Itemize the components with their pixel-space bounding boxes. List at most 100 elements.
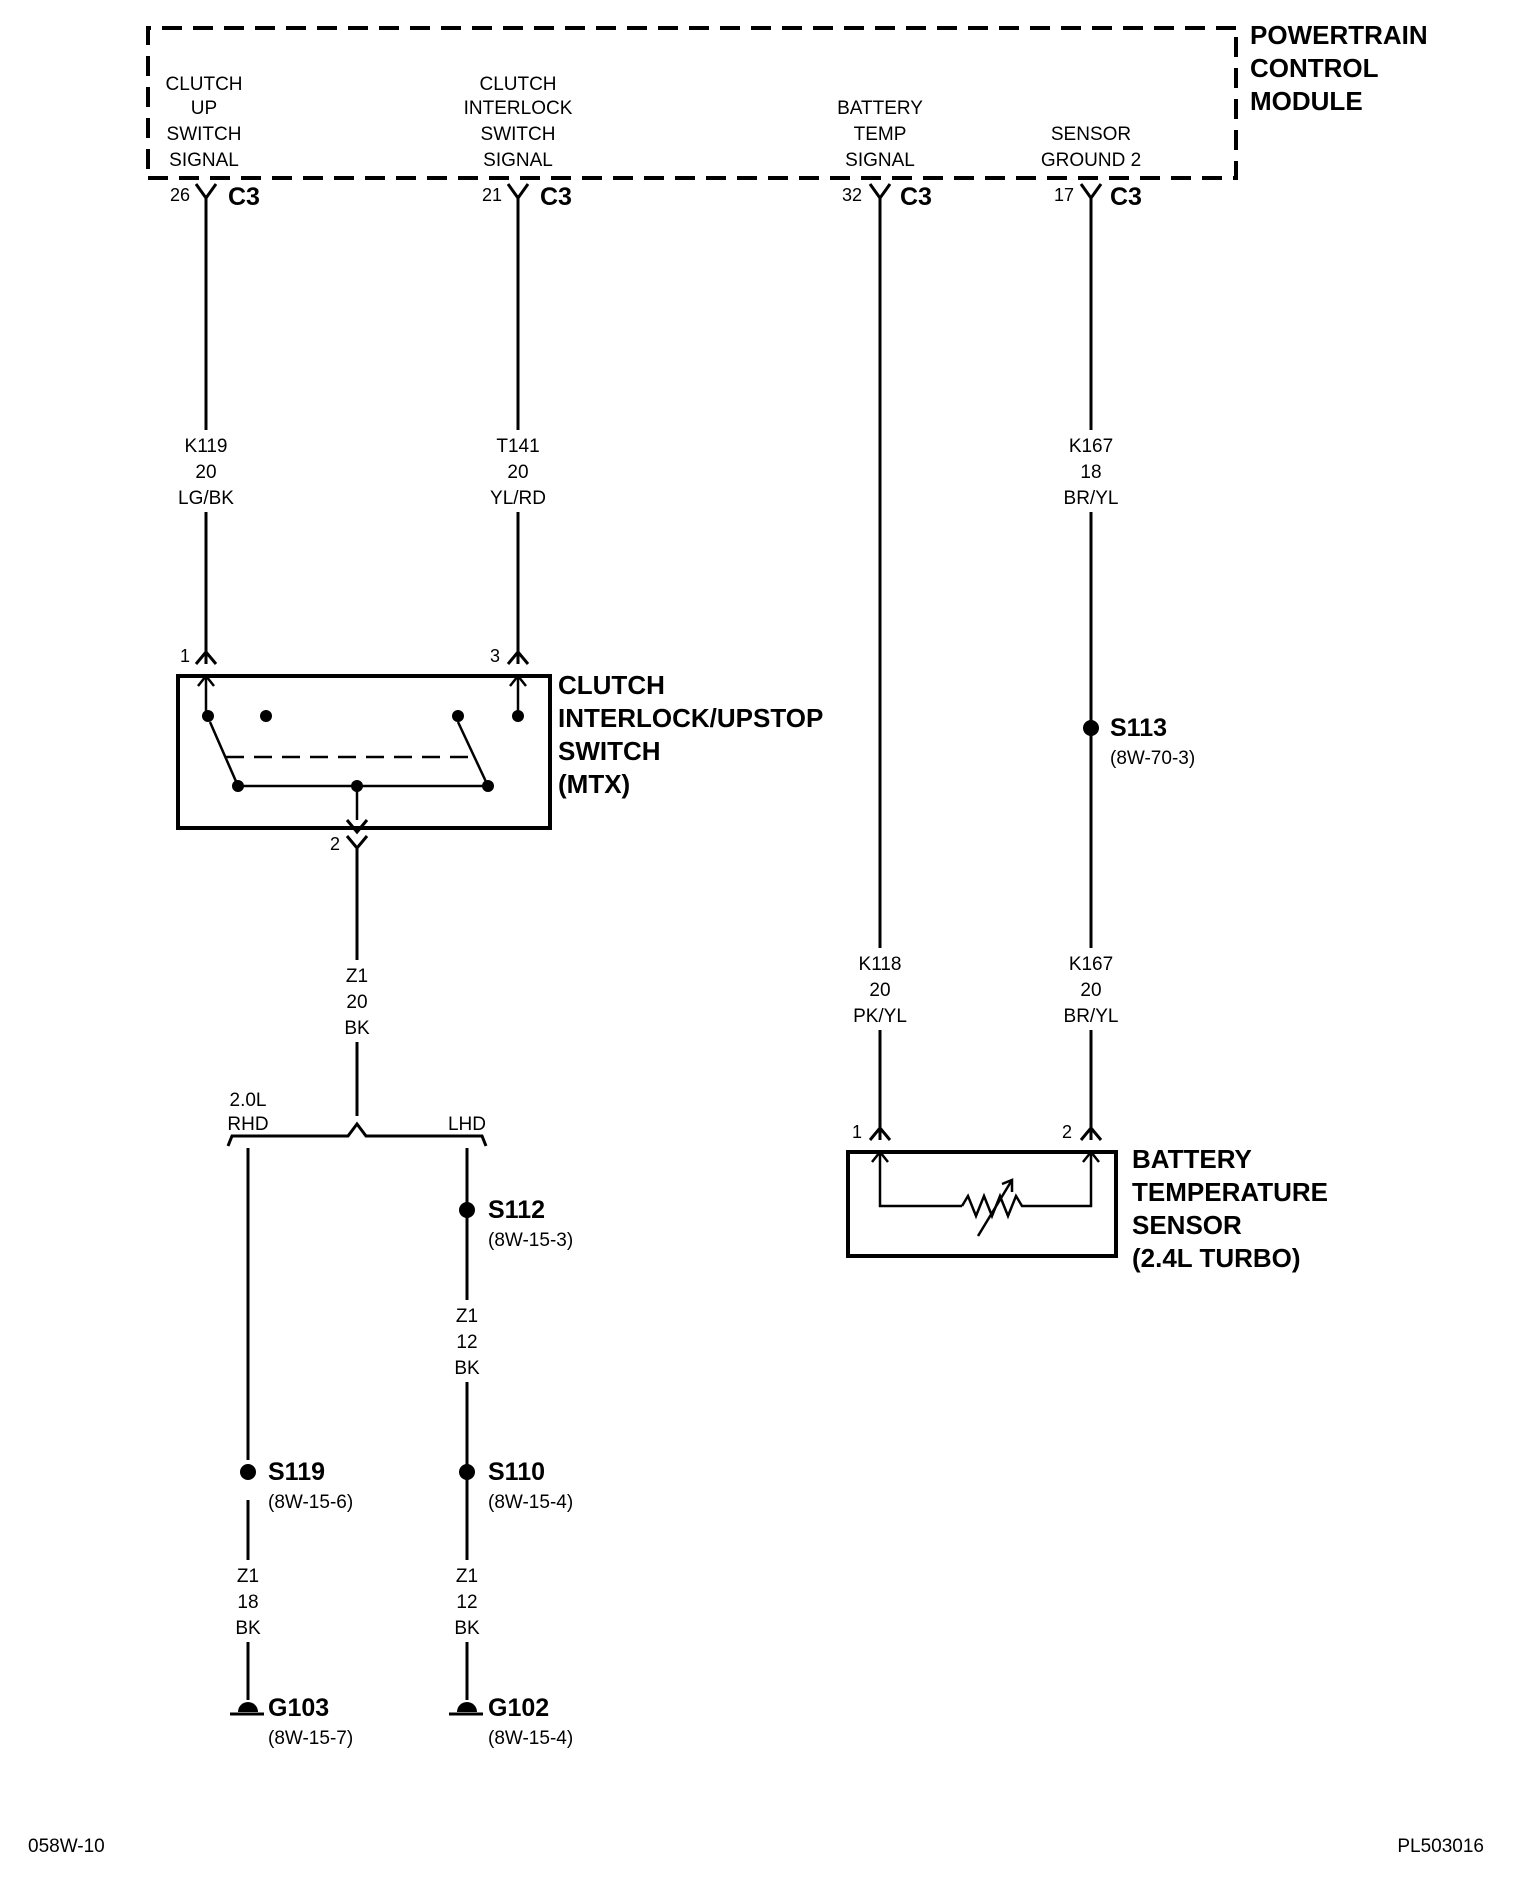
splice-s119: S119 (8W-15-6) [240,1458,353,1513]
ground-g102-ref: (8W-15-4) [488,1728,573,1749]
pin21-label-line2: INTERLOCK [464,98,573,119]
pin26-label-line1: CLUTCH [165,74,242,95]
branch-rhd-line1: 2.0L [230,1090,267,1111]
sensor-pin1-terminal [868,1125,892,1141]
wire-k119-color: LG/BK [178,488,234,509]
footer-right-code: PL503016 [1397,1836,1484,1857]
splice-s113-ref: (8W-70-3) [1110,748,1195,769]
pin32-label-line3: SIGNAL [845,150,915,171]
wire-z1-rhd-ground-id: Z1 [237,1566,259,1587]
pcm-title-line2: CONTROL [1250,53,1379,83]
sensor-lead-right [1028,1152,1093,1208]
switch-pin2-terminal-inner [345,819,369,835]
ground-g103-icon [238,1702,258,1712]
pin32-label-line2: TEMP [854,124,907,145]
splice-s110: S110 (8W-15-4) [459,1458,573,1513]
pin32-connector: C3 [900,183,932,211]
sensor-lead-left [878,1152,962,1208]
switch-pin1-number: 1 [180,646,190,666]
pcm-outline [146,26,1238,180]
wire-z1-lhd-id: Z1 [456,1306,478,1327]
pin26-label-line2: UP [191,98,217,119]
splice-s110-ref: (8W-15-4) [488,1492,573,1513]
switch-pin3-number: 3 [490,646,500,666]
pin17-label-line2: GROUND 2 [1041,150,1141,171]
ground-g103-ref: (8W-15-7) [268,1728,353,1749]
switch-pin1-terminal [194,649,218,665]
sensor-outline [846,1150,1118,1258]
ground-g103-name: G103 [268,1694,329,1722]
sensor-arrow-right [1082,1149,1100,1163]
sensor-title-line3: SENSOR [1132,1210,1242,1240]
wire-k118-gauge: 20 [869,980,890,1001]
sensor-arrow-left [871,1149,889,1163]
switch-blade-right [456,721,490,787]
switch-pivot-left [232,780,244,792]
splice-s112-name: S112 [488,1196,545,1224]
switch-title-line1: CLUTCH [558,670,665,700]
switch-contact-3 [452,710,464,722]
pin17-terminal [1079,183,1103,201]
pin32-number: 32 [842,185,862,205]
switch-title-line4: (MTX) [558,769,630,799]
wire-k167-lower-gauge: 20 [1080,980,1101,1001]
ground-g102-name: G102 [488,1694,549,1722]
switch-arrow-3 [509,673,527,687]
switch-contact-2 [260,710,272,722]
wire-z1-lhd-color: BK [454,1358,480,1379]
wire-t141-gauge: 20 [507,462,528,483]
pcm-module: POWERTRAIN CONTROL MODULE CLUTCH UP SWIT… [146,20,1428,211]
switch-arrow-1 [197,673,215,687]
wire-k118-id: K118 [859,954,902,975]
sensor-pin2-terminal [1079,1125,1103,1141]
splice-s112: S112 (8W-15-3) [459,1196,573,1251]
pin32-label-line1: BATTERY [837,98,923,119]
switch-pin2-number: 2 [330,834,340,854]
sensor-pin2-number: 2 [1062,1122,1072,1142]
wire-z1-switch-color: BK [344,1018,370,1039]
wire-k167-upper-gauge: 18 [1080,462,1101,483]
wire-k167-upper-id: K167 [1069,436,1113,457]
wire-t141-color: YL/RD [490,488,546,509]
switch-title-line2: INTERLOCK/UPSTOP [558,703,823,733]
pcm-title-line3: MODULE [1250,86,1363,116]
splice-s113-name: S113 [1110,714,1167,742]
splice-s119-name: S119 [268,1458,325,1486]
clutch-switch: 1 3 2 CLUTCH INTERLOCK/UPSTOP [176,646,823,854]
wire-lines [204,198,1093,1700]
wire-z1-rhd-ground-gauge: 18 [237,1592,258,1613]
pin26-label-line3: SWITCH [167,124,242,145]
pin26-connector: C3 [228,183,260,211]
wire-z1-switch-gauge: 20 [346,992,367,1013]
wire-k118-color: PK/YL [853,1006,907,1027]
pin26-terminal [194,183,218,201]
pin21-label-line1: CLUTCH [479,74,556,95]
switch-title-line3: SWITCH [558,736,661,766]
wire-z1-rhd-ground-color: BK [235,1618,261,1639]
switch-pivot-right [482,780,494,792]
sensor-title-line4: (2.4L TURBO) [1132,1243,1301,1273]
switch-pin3-terminal [506,649,530,665]
pin26-number: 26 [170,185,190,205]
ground-g103: G103 (8W-15-7) [230,1694,353,1749]
wire-z1-lhd-ground-color: BK [454,1618,480,1639]
wire-k167-lower-color: BR/YL [1064,1006,1119,1027]
splice-s119-dot [240,1464,256,1480]
pin21-label-line3: SWITCH [481,124,556,145]
branch-rhd-line2: RHD [227,1114,268,1135]
wire-z1-lhd-gauge: 12 [456,1332,477,1353]
branch-lhd-label: LHD [448,1114,486,1135]
footer-left-code: 058W-10 [28,1836,105,1857]
pin17-label-line1: SENSOR [1051,124,1131,145]
switch-contact-1 [202,710,214,722]
clutch-switch-outline [176,674,552,830]
battery-temp-sensor: 1 2 BATTERY TEMPERATURE SENSOR (2.4L TUR… [846,1122,1328,1273]
wire-k167-lower-id: K167 [1069,954,1113,975]
pin32-terminal [868,183,892,201]
sensor-title-line2: TEMPERATURE [1132,1177,1328,1207]
pin17-number: 17 [1054,185,1074,205]
ground-g102: G102 (8W-15-4) [449,1694,573,1749]
splice-s113: S113 (8W-70-3) [1083,714,1195,769]
wire-k119-gauge: 20 [195,462,216,483]
